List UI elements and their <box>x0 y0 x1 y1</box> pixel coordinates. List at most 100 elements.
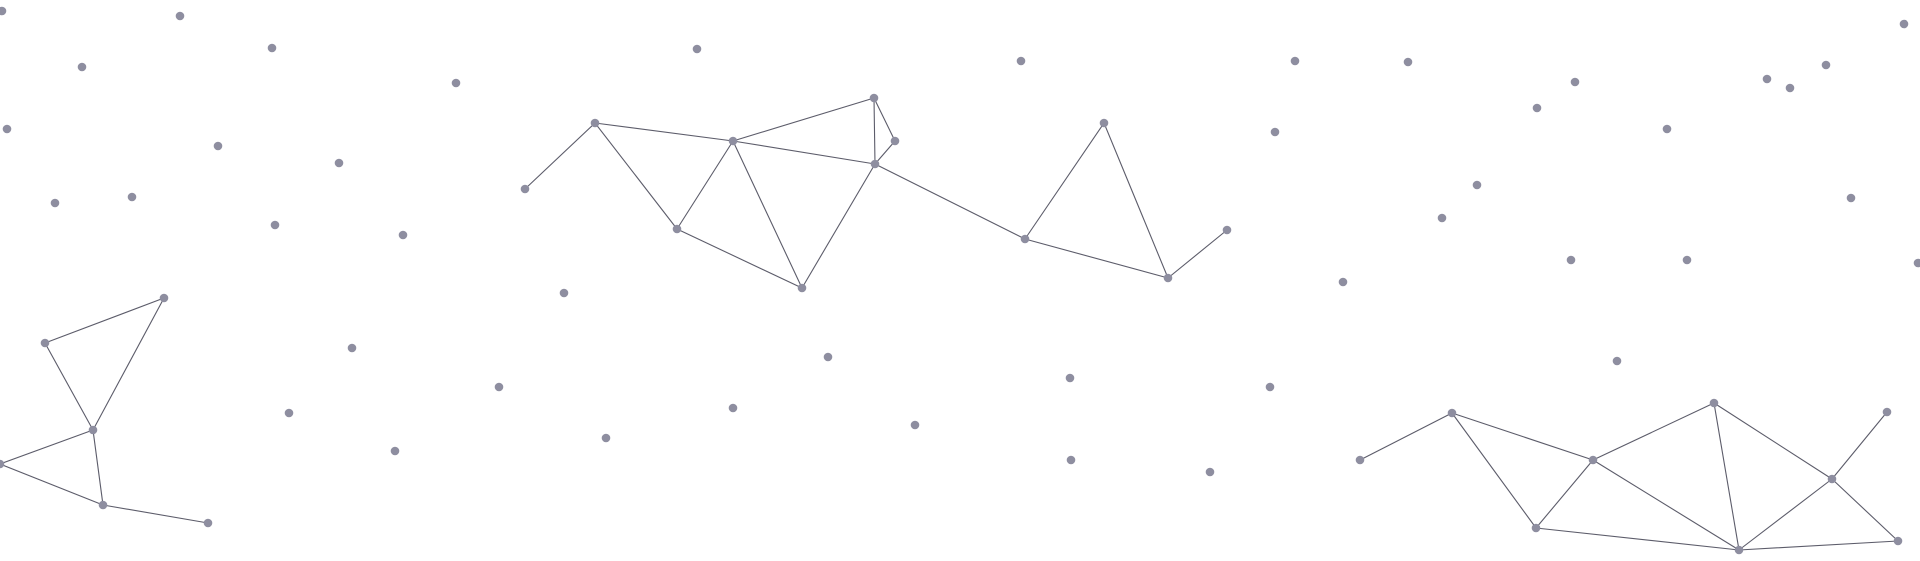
network-node <box>601 433 611 443</box>
network-edge <box>1738 540 1899 551</box>
network-node <box>398 230 408 240</box>
network-node <box>390 446 400 456</box>
network-edge <box>1713 402 1740 551</box>
network-node <box>1437 213 1447 223</box>
network-node <box>590 118 600 128</box>
network-node <box>1205 467 1215 477</box>
network-edge <box>1451 412 1594 461</box>
network-edge <box>1535 459 1594 529</box>
network-edge <box>1713 402 1833 480</box>
network-node <box>890 136 900 146</box>
network-node <box>127 192 137 202</box>
network-node <box>1734 545 1744 555</box>
network-edge <box>1167 229 1228 279</box>
network-node <box>270 220 280 230</box>
network-node <box>0 459 5 469</box>
network-node <box>1270 127 1280 137</box>
network-edge <box>44 297 165 344</box>
network-node <box>347 343 357 353</box>
network-node <box>1570 77 1580 87</box>
network-node <box>40 338 50 348</box>
network-node <box>869 93 879 103</box>
network-edge <box>874 163 1026 240</box>
network-node <box>1821 60 1831 70</box>
network-node <box>1265 382 1275 392</box>
network-node <box>728 403 738 413</box>
network-node <box>1662 124 1672 134</box>
network-node <box>175 11 185 21</box>
network-edge <box>1831 478 1899 542</box>
network-edge <box>676 140 734 230</box>
network-node <box>559 288 569 298</box>
network-node <box>1222 225 1232 235</box>
network-edge <box>1024 122 1105 240</box>
network-node <box>1403 57 1413 67</box>
network-edge <box>676 228 803 289</box>
network-node <box>1016 56 1026 66</box>
network-edge <box>0 429 94 465</box>
network-node <box>284 408 294 418</box>
network-edge <box>801 163 876 289</box>
network-node <box>1447 408 1457 418</box>
edges-layer <box>0 97 1899 551</box>
network-node <box>267 43 277 53</box>
network-node <box>1355 455 1365 465</box>
network-edge <box>1451 412 1537 529</box>
network-edge <box>1535 527 1740 551</box>
network-node <box>0 6 7 16</box>
network-node <box>1065 373 1075 383</box>
network-node <box>1893 536 1903 546</box>
network-edge <box>1592 402 1715 461</box>
network-edge <box>0 463 104 506</box>
network-node <box>1338 277 1348 287</box>
network-node <box>1899 19 1909 29</box>
nodes-layer <box>0 6 1920 555</box>
network-node <box>494 382 504 392</box>
network-edge <box>732 140 803 289</box>
network-edge <box>1831 411 1888 480</box>
network-edge <box>92 297 165 431</box>
network-node <box>1785 83 1795 93</box>
network-edge <box>732 97 875 142</box>
network-node <box>1913 258 1920 268</box>
network-edge <box>1359 412 1453 461</box>
network-edge <box>594 122 678 230</box>
network-edge <box>524 122 596 190</box>
network-node <box>1612 356 1622 366</box>
network-node <box>203 518 213 528</box>
network-node <box>50 198 60 208</box>
network-edge <box>732 140 876 165</box>
network-edge <box>873 97 896 142</box>
network-edge <box>44 342 94 431</box>
network-node <box>870 159 880 169</box>
network-edge <box>594 122 734 142</box>
network-node <box>692 44 702 54</box>
network-node <box>1020 234 1030 244</box>
network-edge <box>1592 459 1740 551</box>
network-node <box>1532 103 1542 113</box>
network-edge <box>1024 238 1169 279</box>
network-edge <box>873 97 876 165</box>
network-node <box>1472 180 1482 190</box>
network-node <box>2 124 12 134</box>
network-node <box>1531 523 1541 533</box>
network-node <box>98 500 108 510</box>
network-edge <box>874 140 896 165</box>
network-node <box>1163 273 1173 283</box>
network-edge <box>92 429 104 506</box>
network-edge <box>1103 122 1169 279</box>
network-node <box>1846 193 1856 203</box>
network-node <box>728 136 738 146</box>
network-node <box>1290 56 1300 66</box>
network-node <box>672 224 682 234</box>
network-node <box>1099 118 1109 128</box>
network-node <box>1709 398 1719 408</box>
network-node <box>1882 407 1892 417</box>
network-node <box>520 184 530 194</box>
network-node <box>797 283 807 293</box>
network-node <box>213 141 223 151</box>
network-node <box>1066 455 1076 465</box>
network-node <box>910 420 920 430</box>
network-node <box>1566 255 1576 265</box>
network-node <box>77 62 87 72</box>
